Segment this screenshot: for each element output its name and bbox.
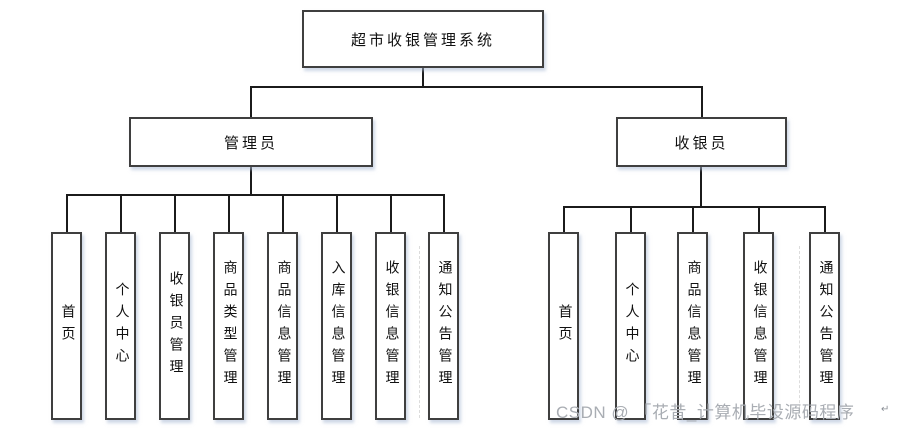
connector-leaf-drop [282,194,284,232]
connector-leaf-drop [824,206,826,232]
leaf-label: 首页 [59,304,75,348]
leaf-label: 收银员管理 [167,271,183,381]
connector-root-drop [422,68,424,88]
connector-leaf-drop [390,194,392,232]
connector-admin-bus [66,194,445,196]
connector-leaf-drop [66,194,68,232]
connector-leaf-drop [120,194,122,232]
leaf-label: 通知公告管理 [436,260,452,392]
leaf-label: 商品信息管理 [275,260,291,392]
leaf-admin-cashier-mgmt: 收银员管理 [159,232,190,420]
leaf-label: 通知公告管理 [817,260,833,392]
connector-top-bus [250,86,703,88]
csdn-watermark: CSDN @ 「花昔_计算机毕设源码程序 [556,403,855,422]
connector-leaf-drop [692,206,694,232]
leaf-cashier-home: 首页 [548,232,579,420]
page-guide-line [419,246,420,418]
leaf-cashier-product-info-mgmt: 商品信息管理 [677,232,708,420]
leaf-admin-home: 首页 [51,232,82,420]
paragraph-return-mark: ↵ [881,404,890,415]
leaf-admin-notice-mgmt: 通知公告管理 [428,232,459,420]
branch-cashier-label: 收银员 [674,135,729,152]
branch-node-admin: 管理员 [129,117,373,167]
leaf-admin-product-type-mgmt: 商品类型管理 [213,232,244,420]
connector-leaf-drop [228,194,230,232]
connector-leaf-drop [563,206,565,232]
connector-admin-riser [250,86,252,117]
leaf-admin-inbound-info-mgmt: 入库信息管理 [321,232,352,420]
leaf-label: 收银信息管理 [383,260,399,392]
leaf-label: 商品类型管理 [221,260,237,392]
page-guide-line [799,246,800,418]
leaf-label: 首页 [556,304,572,348]
connector-leaf-drop [443,194,445,232]
connector-cashier-drop [700,167,702,208]
connector-leaf-drop [336,194,338,232]
connector-cashier-bus [563,206,826,208]
leaf-cashier-notice-mgmt: 通知公告管理 [809,232,840,420]
leaf-cashier-billing-info-mgmt: 收银信息管理 [743,232,774,420]
leaf-label: 入库信息管理 [329,260,345,392]
connector-admin-drop [250,167,252,196]
leaf-admin-personal-center: 个人中心 [105,232,136,420]
leaf-label: 个人中心 [623,282,639,370]
connector-leaf-drop [174,194,176,232]
connector-leaf-drop [630,206,632,232]
root-node: 超市收银管理系统 [302,10,544,68]
leaf-label: 商品信息管理 [685,260,701,392]
branch-node-cashier: 收银员 [616,117,787,167]
root-node-label: 超市收银管理系统 [350,32,495,49]
leaf-admin-billing-info-mgmt: 收银信息管理 [375,232,406,420]
leaf-cashier-personal-center: 个人中心 [615,232,646,420]
leaf-label: 收银信息管理 [751,260,767,392]
connector-cashier-riser [701,86,703,117]
branch-admin-label: 管理员 [223,135,278,152]
leaf-label: 个人中心 [113,282,129,370]
connector-leaf-drop [758,206,760,232]
leaf-admin-product-info-mgmt: 商品信息管理 [267,232,298,420]
